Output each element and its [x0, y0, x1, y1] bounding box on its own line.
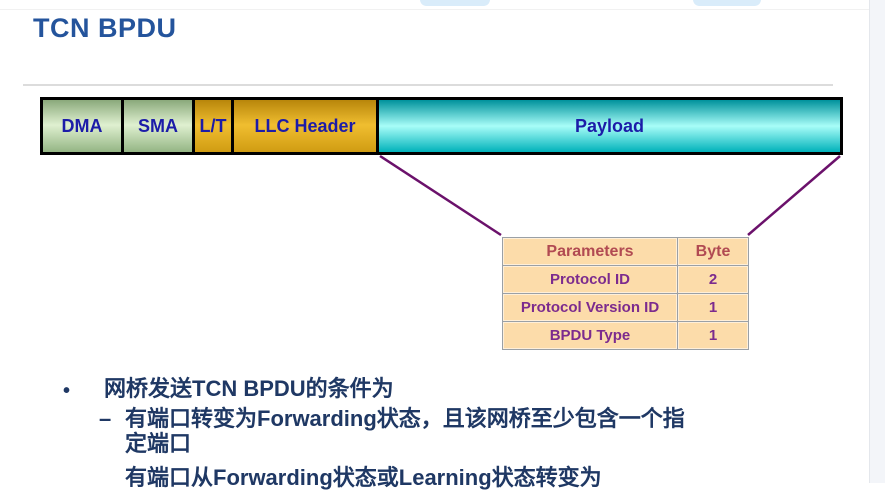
toolbar-button-partial[interactable]	[693, 0, 761, 6]
table-row: Protocol Version ID 1	[502, 293, 749, 322]
byte-value: 1	[677, 293, 749, 322]
byte-value: 1	[677, 321, 749, 350]
frame-segment-llc-header: LLC Header	[234, 100, 376, 152]
parameter-name: Protocol ID	[502, 265, 678, 294]
sub-bullet-line1: 有端口转变为Forwarding状态，且该网桥至少包含一个指	[125, 406, 685, 431]
sub-bullet-partial: 有端口从Forwarding状态或Learning状态转变为	[125, 465, 602, 490]
table-row: Protocol ID 2	[502, 265, 749, 294]
column-header-parameters: Parameters	[502, 237, 678, 266]
frame-structure-diagram: DMA SMA L/T LLC Header Payload	[40, 97, 843, 155]
chrome-divider	[0, 9, 885, 10]
table-row: BPDU Type 1	[502, 321, 749, 350]
sub-bullet-line2: 定端口	[125, 431, 192, 456]
toolbar-button-partial[interactable]	[420, 0, 490, 6]
vertical-scrollbar[interactable]	[869, 0, 885, 483]
table-header-row: Parameters Byte	[502, 237, 749, 266]
bullet-marker: •	[63, 380, 71, 402]
column-header-byte: Byte	[677, 237, 749, 266]
byte-value: 2	[677, 265, 749, 294]
bpdu-parameters-table: Parameters Byte Protocol ID 2 Protocol V…	[502, 237, 749, 350]
title-divider	[23, 84, 833, 86]
parameter-name: Protocol Version ID	[502, 293, 678, 322]
frame-segment-sma: SMA	[124, 100, 192, 152]
bullet-main-text: 网桥发送TCN BPDU的条件为	[104, 376, 394, 401]
sub-bullet-dash: –	[99, 406, 112, 431]
frame-segment-dma: DMA	[43, 100, 121, 152]
frame-segment-payload: Payload	[379, 100, 840, 152]
parameter-name: BPDU Type	[502, 321, 678, 350]
frame-segment-lt: L/T	[195, 100, 231, 152]
page-title: TCN BPDU	[33, 13, 177, 43]
